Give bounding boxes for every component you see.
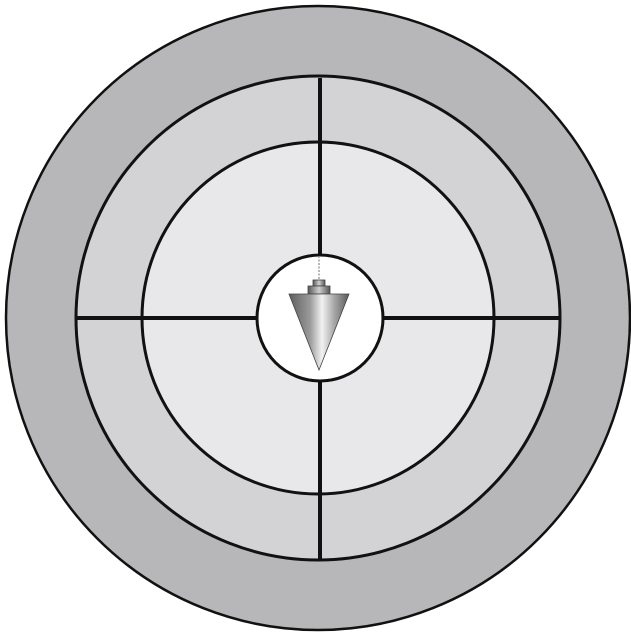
target-svg — [0, 0, 631, 633]
plumb-target-diagram — [0, 0, 631, 633]
